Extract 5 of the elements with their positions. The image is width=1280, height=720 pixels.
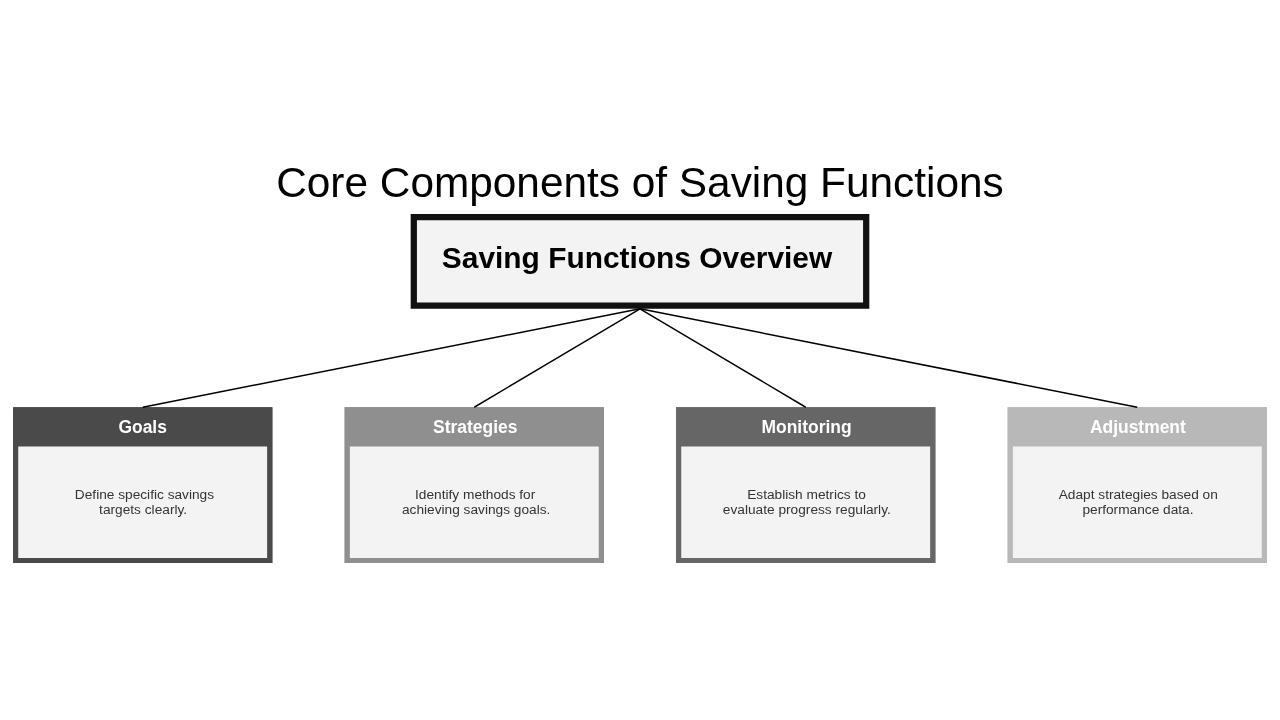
connector bbox=[473, 307, 641, 408]
connector bbox=[142, 307, 641, 408]
connector bbox=[639, 307, 1138, 408]
connector bbox=[639, 307, 807, 408]
diagram-title: Core Components of Saving Functions bbox=[276, 158, 1004, 206]
